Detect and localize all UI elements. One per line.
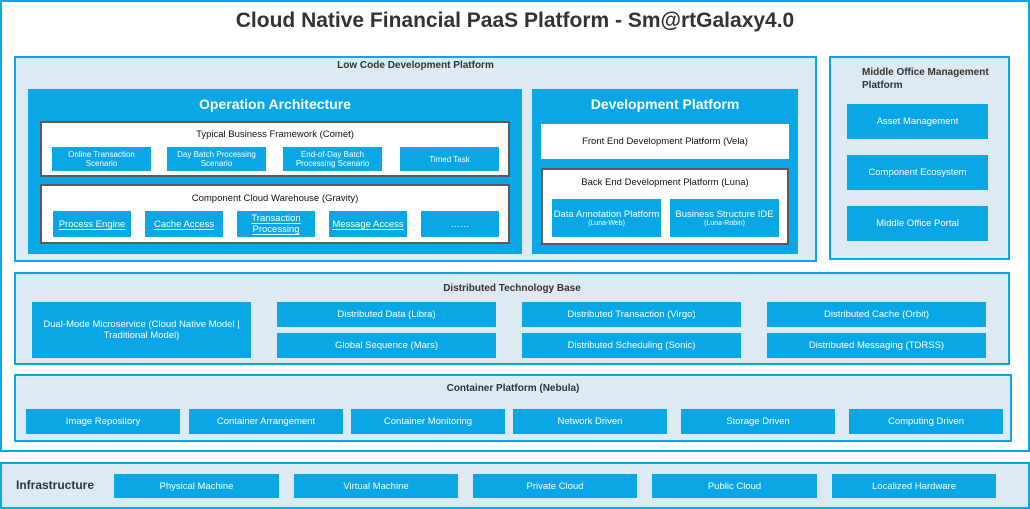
private-cloud: Private Cloud — [473, 474, 637, 498]
comet-end-of-day-batch: End-of-Day Batch Processing Scenario — [283, 147, 382, 171]
distributed-transaction-virgo: Distributed Transaction (Virgo) — [522, 302, 741, 327]
luna-business-ide-sub: (Luna-Robin) — [704, 220, 745, 227]
image-repository: Image Repository — [26, 409, 180, 434]
luna-business-ide-main: Business Structure IDE — [675, 209, 774, 220]
container-monitoring: Container Monitoring — [351, 409, 505, 434]
distributed-messaging-tdrss: Distributed Messaging (TDRSS) — [767, 333, 986, 358]
localized-hardware: Localized Hardware — [832, 474, 996, 498]
public-cloud: Public Cloud — [652, 474, 817, 498]
container-platform-panel — [14, 374, 1012, 442]
distributed-scheduling-sonic: Distributed Scheduling (Sonic) — [522, 333, 741, 358]
vela-front-end-box: Front End Development Platform (Vela) — [541, 124, 789, 159]
component-ecosystem: Component Ecosystem — [847, 155, 988, 190]
distributed-data-libra: Distributed Data (Libra) — [277, 302, 496, 327]
gravity-cache-access: Cache Access — [145, 211, 223, 237]
distributed-base-label: Distributed Technology Base — [443, 283, 581, 294]
global-sequence-mars: Global Sequence (Mars) — [277, 333, 496, 358]
comet-online-transaction: Online Transaction Scenario — [52, 147, 151, 171]
gravity-more: …… — [421, 211, 499, 237]
storage-driven: Storage Driven — [681, 409, 835, 434]
container-platform-label: Container Platform (Nebula) — [446, 383, 580, 394]
infrastructure-label: Infrastructure — [16, 478, 95, 492]
comet-framework-label: Typical Business Framework (Comet) — [196, 129, 354, 140]
luna-back-end-label: Back End Development Platform (Luna) — [581, 177, 749, 188]
development-platform-title: Development Platform — [590, 96, 740, 112]
gravity-warehouse-label: Component Cloud Warehouse (Gravity) — [191, 193, 359, 204]
distributed-cache-orbit: Distributed Cache (Orbit) — [767, 302, 986, 327]
luna-business-ide: Business Structure IDE (Luna-Robin) — [670, 199, 779, 237]
asset-management: Asset Management — [847, 104, 988, 139]
luna-data-annotation-main: Data Annotation Platform — [553, 209, 660, 220]
middle-office-portal: Middle Office Portal — [847, 206, 988, 241]
computing-driven: Computing Driven — [849, 409, 1003, 434]
luna-data-annotation-sub: (Luna-Web) — [588, 220, 625, 227]
gravity-message-access: Message Access — [329, 211, 407, 237]
gravity-process-engine: Process Engine — [53, 211, 131, 237]
physical-machine: Physical Machine — [114, 474, 279, 498]
container-arrangement: Container Arrangement — [189, 409, 343, 434]
page-title: Cloud Native Financial PaaS Platform - S… — [235, 9, 795, 32]
low-code-platform-label: Low Code Development Platform — [337, 60, 494, 71]
middle-office-label: Middle Office Management Platform — [862, 67, 989, 91]
comet-timed-task: Timed Task — [400, 147, 499, 171]
network-driven: Network Driven — [513, 409, 667, 434]
virtual-machine: Virtual Machine — [294, 474, 458, 498]
luna-data-annotation: Data Annotation Platform (Luna-Web) — [552, 199, 661, 237]
operation-architecture-title: Operation Architecture — [199, 96, 351, 112]
comet-day-batch: Day Batch Processing Scenario — [167, 147, 266, 171]
outer-frame — [0, 0, 1030, 452]
gravity-transaction-processing: Transaction Processing — [237, 211, 315, 237]
dual-mode-microservice: Dual-Mode Microservice (Cloud Native Mod… — [32, 302, 251, 358]
